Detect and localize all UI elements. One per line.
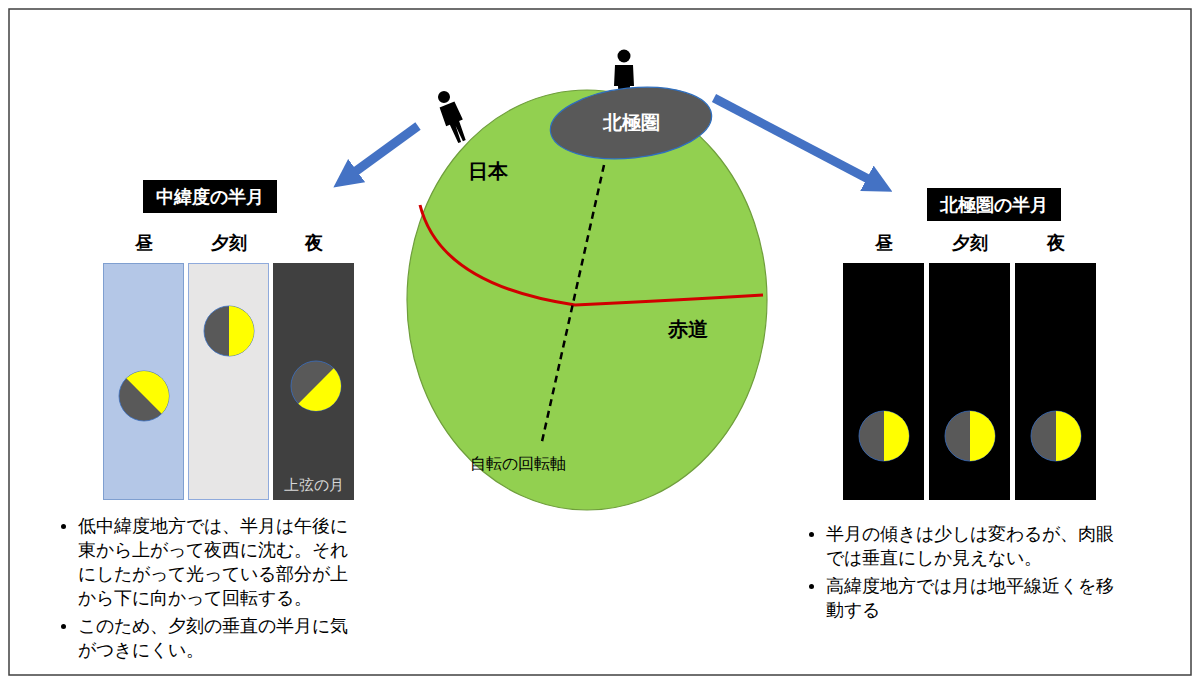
bullet-dot bbox=[809, 584, 814, 589]
arrow bbox=[352, 126, 418, 174]
time-label: 夕刻 bbox=[211, 232, 247, 253]
heading-text: 北極圏の半月 bbox=[940, 194, 1048, 215]
time-label: 夜 bbox=[305, 232, 323, 253]
arctic-circle-region: 北極圏 bbox=[548, 86, 714, 160]
sky-panel: 昼 bbox=[843, 232, 924, 500]
heading-text: 中緯度の半月 bbox=[156, 186, 264, 207]
region-ellipse-shape bbox=[548, 86, 714, 160]
equator-line bbox=[420, 205, 763, 305]
moon-symbol bbox=[104, 264, 183, 499]
time-label: 昼 bbox=[875, 232, 893, 253]
sky-panel: 夕刻 bbox=[929, 232, 1010, 500]
time-label: 夕刻 bbox=[952, 232, 988, 253]
sky-box: 上弦の月 bbox=[273, 263, 354, 500]
arrow bbox=[714, 98, 872, 181]
sky-box bbox=[1015, 263, 1096, 500]
time-label: 昼 bbox=[135, 232, 153, 253]
note-text: 半月の傾きは少しは変わるが、肉眼では垂直にしか見えない。 bbox=[826, 522, 1126, 570]
person-figure bbox=[433, 88, 470, 145]
sky-box bbox=[188, 263, 269, 500]
place-label: 日本 bbox=[468, 158, 508, 185]
axis-label: 自転の回転軸 bbox=[470, 454, 566, 475]
section-heading: 中緯度の半月 bbox=[143, 180, 277, 213]
sky-panel: 夜 bbox=[1015, 232, 1096, 500]
region-label: 北極圏 bbox=[603, 110, 660, 136]
bullet-dot bbox=[809, 532, 814, 537]
note-text: 低中緯度地方では、半月は午後に東から上がって夜西に沈む。それにしたがって光ってい… bbox=[78, 514, 360, 610]
sky-panel: 昼 bbox=[103, 232, 184, 500]
moon-phase-label: 上弦の月 bbox=[274, 476, 353, 495]
frame bbox=[9, 9, 1191, 675]
bullet-dot bbox=[61, 524, 66, 529]
moon-symbol bbox=[189, 264, 268, 499]
equator-label: 赤道 bbox=[668, 316, 708, 343]
moon-symbol bbox=[930, 264, 1009, 499]
moon-symbol bbox=[274, 264, 353, 499]
note-text: 高緯度地方では月は地平線近くを移動する bbox=[826, 574, 1126, 622]
section-heading: 北極圏の半月 bbox=[927, 188, 1061, 221]
bullet-dot bbox=[61, 624, 66, 629]
sky-box bbox=[843, 263, 924, 500]
note-text: このため、夕刻の垂直の半月に気がつきにくい。 bbox=[78, 614, 360, 662]
moon-symbol bbox=[844, 264, 923, 499]
rotation-axis bbox=[541, 165, 604, 446]
sky-box bbox=[929, 263, 1010, 500]
time-label: 夜 bbox=[1047, 232, 1065, 253]
sky-box bbox=[103, 263, 184, 500]
moon-symbol bbox=[1016, 264, 1095, 499]
sky-panel: 夕刻 bbox=[188, 232, 269, 500]
sky-panel: 夜上弦の月 bbox=[273, 232, 354, 500]
